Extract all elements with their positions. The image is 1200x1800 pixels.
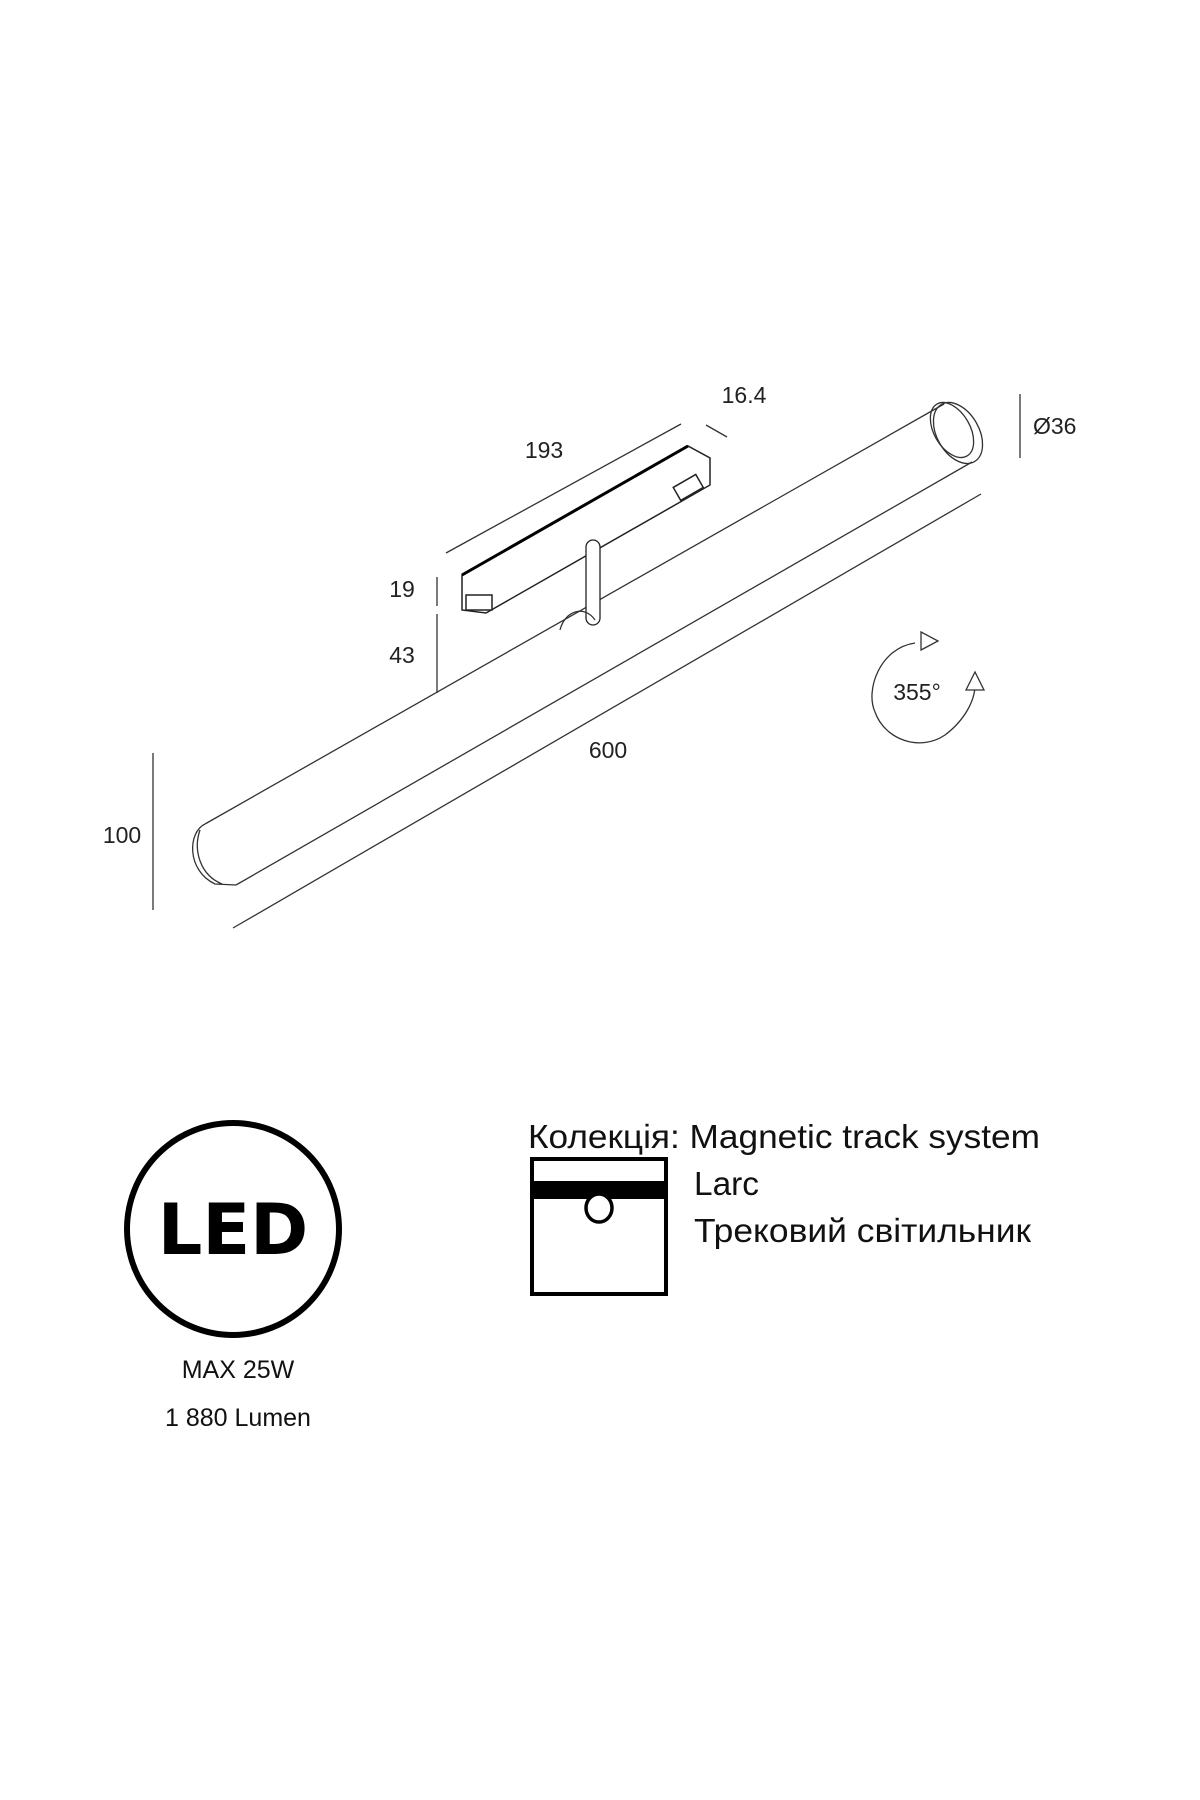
dimension-lines	[152, 394, 1021, 929]
led-badge-icon: LED	[124, 1120, 342, 1338]
dim-height-total: 100	[103, 822, 141, 848]
dim-stem-height: 43	[389, 642, 415, 668]
model-name: Larc	[694, 1165, 759, 1202]
track-light-icon	[530, 1157, 668, 1296]
dim-length-total: 600	[589, 737, 627, 763]
dim-height-adapter: 19	[389, 576, 415, 602]
product-type: Трековий світильник	[694, 1212, 1032, 1249]
dim-length-adapter: 193	[525, 437, 563, 463]
dim-width-adapter: 16.4	[722, 382, 767, 408]
rotation-angle: 355°	[893, 679, 941, 705]
lumen-output: 1 880 Lumen	[165, 1404, 311, 1432]
dim-diameter: Ø36	[1033, 413, 1076, 439]
collection-label: Колекція: Magnetic track system	[528, 1118, 1040, 1155]
rotation-arrow-icon	[871, 630, 986, 744]
track-adapter	[461, 444, 711, 631]
max-power: MAX 25W	[182, 1356, 295, 1384]
led-label: LED	[158, 1189, 309, 1271]
tube-body	[192, 401, 984, 886]
